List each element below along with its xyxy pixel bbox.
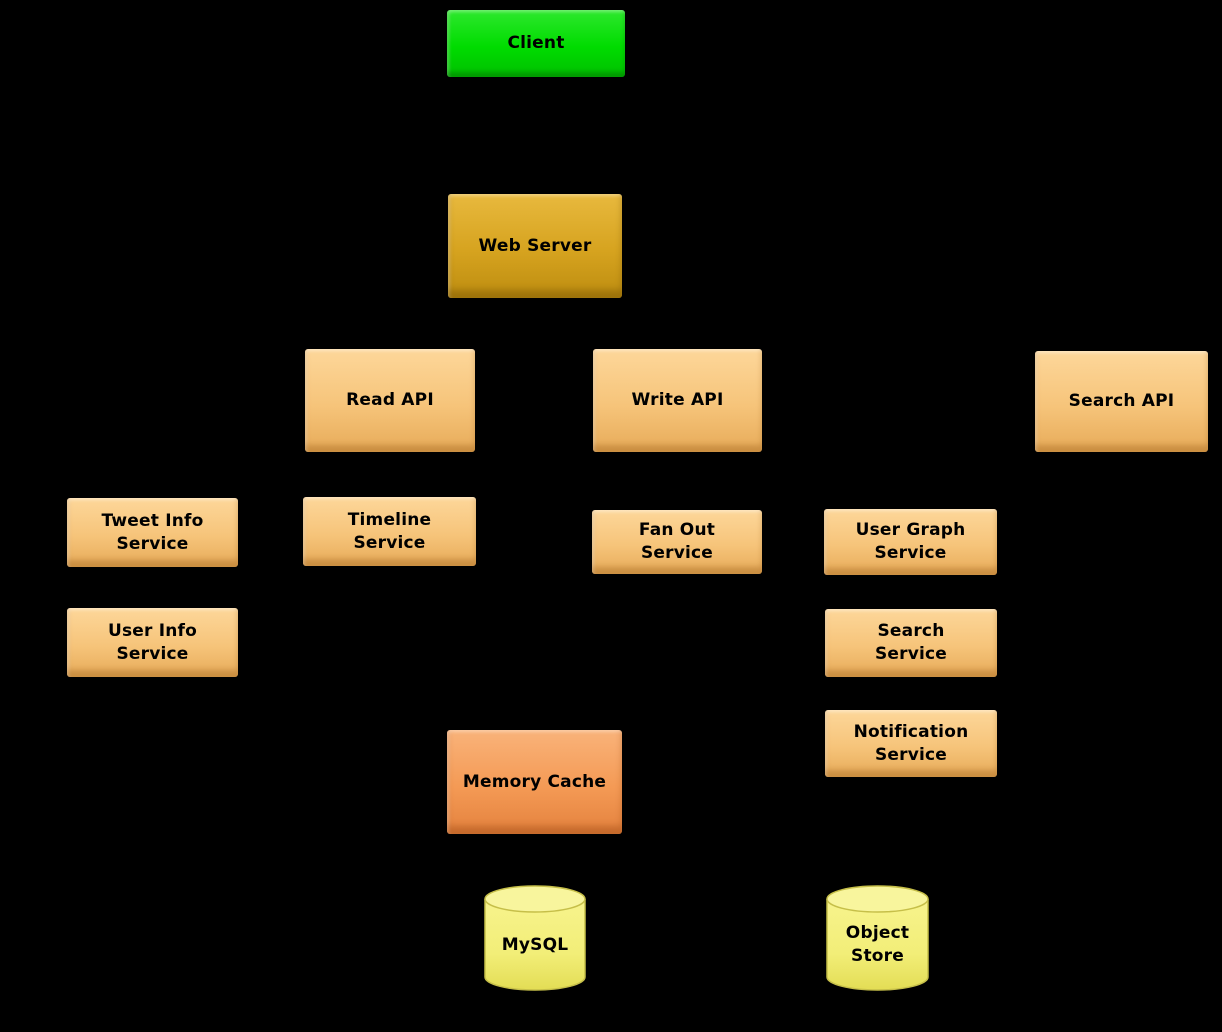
node-timeline-service[interactable]: Timeline Service bbox=[303, 497, 476, 566]
node-tweet-info-service-label: Tweet Info Service bbox=[101, 510, 204, 554]
node-web-server[interactable]: Web Server bbox=[448, 194, 622, 298]
node-user-graph-service-label: User Graph Service bbox=[855, 520, 966, 563]
node-fan-out-service[interactable]: Fan Out Service bbox=[592, 510, 762, 574]
node-read-api-label: Read API bbox=[346, 390, 434, 411]
node-timeline-service-label: Timeline Service bbox=[347, 509, 432, 553]
node-user-graph-service[interactable]: User Graph Service bbox=[824, 509, 997, 575]
node-mysql[interactable]: MySQL bbox=[483, 884, 587, 992]
database-cylinder-icon bbox=[826, 885, 929, 991]
node-tweet-info-service[interactable]: Tweet Info Service bbox=[67, 498, 238, 567]
node-notification-service[interactable]: Notification Service bbox=[825, 710, 997, 777]
node-notification-service-label: Notification Service bbox=[853, 721, 969, 765]
node-search-service-label: Search Service bbox=[874, 621, 948, 664]
node-web-server-label: Web Server bbox=[478, 235, 592, 256]
node-client[interactable]: Client bbox=[447, 10, 625, 77]
node-search-api[interactable]: Search API bbox=[1035, 351, 1208, 452]
node-memory-cache[interactable]: Memory Cache bbox=[447, 730, 622, 834]
node-object-store-label: Object Store bbox=[845, 923, 910, 966]
node-write-api-label: Write API bbox=[631, 390, 724, 411]
node-mysql-label: MySQL bbox=[501, 934, 569, 955]
node-fan-out-service-label: Fan Out Service bbox=[638, 520, 716, 563]
node-search-api-label: Search API bbox=[1068, 391, 1175, 412]
node-client-label: Client bbox=[507, 33, 565, 54]
database-cylinder-icon bbox=[484, 885, 586, 991]
node-user-info-service[interactable]: User Info Service bbox=[67, 608, 238, 677]
node-user-info-service-label: User Info Service bbox=[107, 620, 198, 664]
node-object-store[interactable]: Object Store bbox=[825, 884, 930, 992]
node-search-service[interactable]: Search Service bbox=[825, 609, 997, 677]
node-memory-cache-label: Memory Cache bbox=[462, 771, 607, 792]
node-write-api[interactable]: Write API bbox=[593, 349, 762, 452]
node-read-api[interactable]: Read API bbox=[305, 349, 475, 452]
